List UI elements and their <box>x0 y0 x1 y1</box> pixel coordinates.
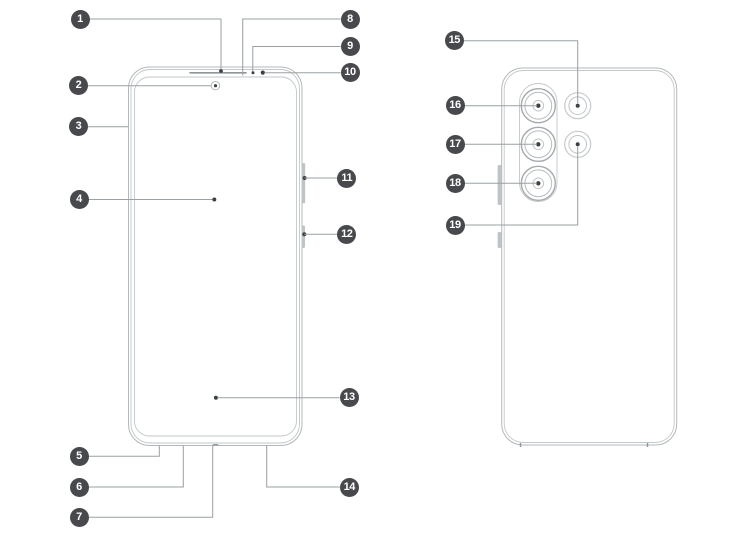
proximity-light-sensor <box>260 70 265 75</box>
callout-badge-14: 14 <box>339 477 359 497</box>
callout-line-9 <box>252 46 341 72</box>
callout-badge-2: 2 <box>69 76 88 96</box>
callout-badge-15: 15 <box>444 31 464 51</box>
callout-badge-17: 17 <box>445 134 465 154</box>
callout-badge-3: 3 <box>69 117 88 137</box>
front-camera <box>210 81 221 91</box>
callout-dot-4 <box>212 197 217 202</box>
callout-badge-5: 5 <box>69 446 89 466</box>
callout-badge-13: 13 <box>339 388 359 408</box>
callout-line-14 <box>266 445 340 488</box>
callout-badge-12: 12 <box>337 224 357 244</box>
callout-line-19 <box>464 146 579 226</box>
callout-dot-1 <box>219 69 223 73</box>
callout-badge-4: 4 <box>69 190 89 209</box>
callout-badge-8: 8 <box>340 9 360 29</box>
callout-badge-19: 19 <box>445 215 465 235</box>
front-screen-outline <box>134 76 297 437</box>
callout-line-8 <box>242 18 341 76</box>
callout-badge-16: 16 <box>445 96 465 116</box>
callout-dot-9 <box>251 71 255 75</box>
callout-badge-11: 11 <box>337 168 357 188</box>
callout-line-7 <box>88 445 214 518</box>
front-frame-inner-line <box>130 69 300 444</box>
callout-lines <box>87 18 579 518</box>
callout-badge-6: 6 <box>69 477 89 497</box>
rear-camera-lens-middle <box>520 126 556 163</box>
callout-badge-10: 10 <box>340 63 360 83</box>
back-view <box>497 67 678 447</box>
front-camera-center <box>213 84 218 88</box>
back-frame-inner-line <box>503 70 675 443</box>
back-body-outline <box>501 67 678 446</box>
side-key <box>301 225 305 248</box>
volume-key-back <box>497 165 502 205</box>
callout-badge-1: 1 <box>70 9 90 29</box>
callout-line-15 <box>463 40 579 104</box>
front-body-outline <box>128 66 303 446</box>
callout-line-5 <box>88 445 160 457</box>
camera-bump-outline <box>519 83 558 202</box>
side-key-back <box>497 232 502 248</box>
volume-key <box>301 163 306 204</box>
front-view <box>128 66 307 446</box>
callout-line-1 <box>89 18 222 70</box>
callout-line-6 <box>88 445 184 488</box>
callout-badge-9: 9 <box>340 37 360 56</box>
callout-badge-7: 7 <box>69 507 89 527</box>
callout-badge-18: 18 <box>445 173 465 193</box>
callout-dot-13 <box>213 395 218 400</box>
